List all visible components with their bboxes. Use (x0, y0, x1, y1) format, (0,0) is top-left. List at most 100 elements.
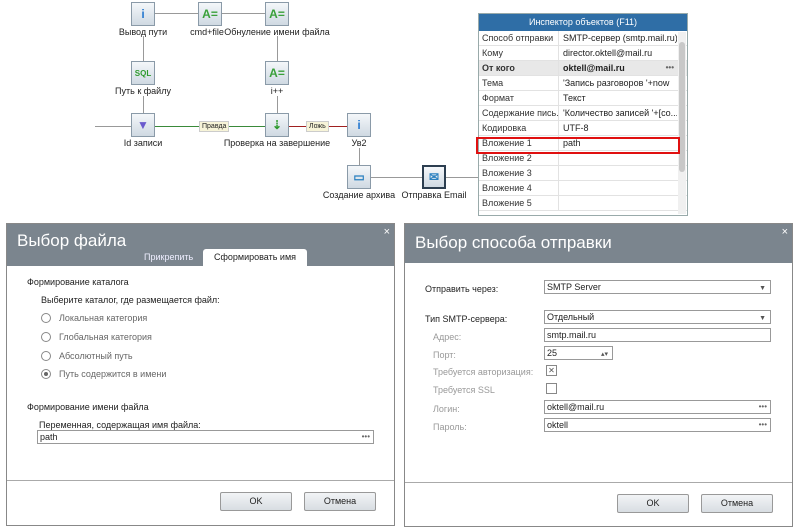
cancel-button[interactable]: Отмена (304, 492, 376, 511)
select-value: Отдельный (547, 312, 595, 322)
input-value: 25 (547, 348, 558, 358)
object-inspector: Инспектор объектов (F11) Способ отправки… (478, 13, 688, 216)
inspector-scrollbar[interactable] (678, 32, 686, 214)
property-value[interactable]: oktell@mail.ru••• (563, 63, 674, 73)
node-label: Отправка Email (401, 190, 467, 200)
property-value[interactable]: path (563, 138, 581, 148)
tab-attach[interactable]: Прикрепить (144, 252, 194, 262)
section-catalog: Формирование каталога (27, 277, 129, 287)
edge (277, 36, 278, 61)
cancel-button[interactable]: Отмена (701, 494, 773, 513)
property-value[interactable] (559, 181, 677, 195)
edge (371, 177, 422, 178)
property-value[interactable] (559, 166, 677, 180)
node-label: Создание архива (322, 190, 396, 200)
assign-icon[interactable]: A= (198, 2, 222, 26)
dialog-title: Выбор способа отправки (415, 233, 612, 252)
password-label: Пароль: (433, 422, 467, 432)
inspector-row[interactable]: Содержание пись... 'Количество записей '+… (479, 106, 687, 121)
property-value[interactable]: SMTP-сервер (smtp.mail.ru) (563, 33, 677, 43)
inspector-row[interactable]: Вложение 5 (479, 196, 687, 211)
inspector-row[interactable]: Вложение 3 (479, 166, 687, 181)
edge (277, 96, 278, 113)
port-stepper[interactable]: 25 ▴▾ (544, 346, 613, 360)
property-value[interactable]: Текст (563, 93, 586, 103)
close-icon[interactable]: × (383, 226, 390, 238)
divider (405, 482, 792, 483)
ok-button[interactable]: OK (220, 492, 292, 511)
email-icon[interactable]: ✉ (422, 165, 446, 189)
inspector-row[interactable]: От кого oktell@mail.ru••• (479, 61, 687, 76)
inspector-row[interactable]: Кодировка UTF-8 (479, 121, 687, 136)
inspector-row[interactable]: Вложение 4 (479, 181, 687, 196)
inspector-row[interactable]: Способ отправки SMTP-сервер (smtp.mail.ru… (479, 31, 687, 46)
radio-global[interactable] (41, 332, 51, 342)
auth-label: Требуется авторизация: (433, 367, 534, 377)
ellipsis-icon[interactable]: ••• (361, 432, 370, 441)
var-label: Переменная, содержащая имя файла: (39, 420, 201, 430)
property-value[interactable]: UTF-8 (563, 123, 589, 133)
spin-icon[interactable]: ▴▾ (600, 351, 608, 358)
inspector-row[interactable]: Вложение 2 (479, 151, 687, 166)
property-name: Вложение 1 (479, 136, 559, 150)
smtp-type-select[interactable]: Отдельный ▼ (544, 310, 771, 324)
node-label: Проверка на завершение (223, 138, 331, 148)
filter-icon[interactable]: ▼ (131, 113, 155, 137)
property-name: Вложение 4 (479, 181, 559, 195)
assign-icon[interactable]: A= (265, 61, 289, 85)
property-name: От кого (479, 61, 559, 75)
property-value[interactable]: 'Количество записей '+[co... (563, 108, 677, 118)
ok-button[interactable]: OK (617, 494, 689, 513)
smtp-type-label: Тип SMTP-сервера: (425, 314, 508, 324)
archive-icon[interactable]: ▭ (347, 165, 371, 189)
inspector-title: Инспектор объектов (F11) (479, 14, 687, 31)
ellipsis-icon[interactable]: ••• (665, 63, 674, 72)
property-name: Кодировка (479, 121, 559, 135)
property-name: Вложение 5 (479, 196, 559, 210)
radio-local[interactable] (41, 313, 51, 323)
send-via-label: Отправить через: (425, 284, 499, 294)
edge (446, 177, 478, 178)
inspector-row[interactable]: Вложение 1 path (479, 136, 687, 151)
dialog-titlebar: Выбор файла × Прикрепить Сформировать им… (7, 224, 394, 266)
send-via-select[interactable]: SMTP Server▼ (544, 280, 771, 294)
inspector-row[interactable]: Формат Текст (479, 91, 687, 106)
property-value[interactable]: director.oktell@mail.ru (563, 48, 653, 58)
node-label: Вывод пути (118, 27, 168, 37)
divider (7, 480, 394, 481)
radio-path-in-name[interactable] (41, 369, 51, 379)
filename-var-input[interactable]: path••• (37, 430, 374, 444)
password-input[interactable]: oktell ••• (544, 418, 771, 432)
input-value: oktell (547, 420, 569, 430)
radio-label: Локальная категория (59, 313, 148, 323)
section-filename: Формирование имени файла (27, 402, 149, 412)
port-label: Порт: (433, 350, 456, 360)
property-name: Содержание пись... (479, 106, 559, 120)
node-label: i++ (270, 86, 284, 96)
radio-absolute[interactable] (41, 351, 51, 361)
info-icon[interactable]: i (347, 113, 371, 137)
edge-label-true: Правда (199, 121, 230, 132)
property-value[interactable]: 'Запись разговоров '+now (563, 78, 670, 88)
property-name: Формат (479, 91, 559, 105)
edge (155, 13, 198, 14)
inspector-row[interactable]: Тема'Запись разговоров '+now (479, 76, 687, 91)
radio-label: Глобальная категория (59, 332, 152, 342)
close-icon[interactable]: × (781, 226, 788, 238)
address-input[interactable]: smtp.mail.ru (544, 328, 771, 342)
ellipsis-icon[interactable]: ••• (758, 402, 767, 411)
property-name: Вложение 3 (479, 166, 559, 180)
assign-icon[interactable]: A= (265, 2, 289, 26)
ellipsis-icon[interactable]: ••• (758, 420, 767, 429)
condition-icon[interactable]: ⇣ (265, 113, 289, 137)
auth-checkbox[interactable]: ✕ (546, 365, 557, 376)
info-icon[interactable]: i (131, 2, 155, 26)
sql-icon[interactable]: SQL (131, 61, 155, 85)
ssl-checkbox[interactable] (546, 383, 557, 394)
tab-form-name[interactable]: Сформировать имя (203, 249, 307, 266)
property-name: Способ отправки (479, 31, 559, 45)
login-input[interactable]: oktell@mail.ru••• (544, 400, 771, 414)
chevron-down-icon: ▼ (759, 315, 766, 322)
property-value[interactable] (559, 196, 677, 210)
